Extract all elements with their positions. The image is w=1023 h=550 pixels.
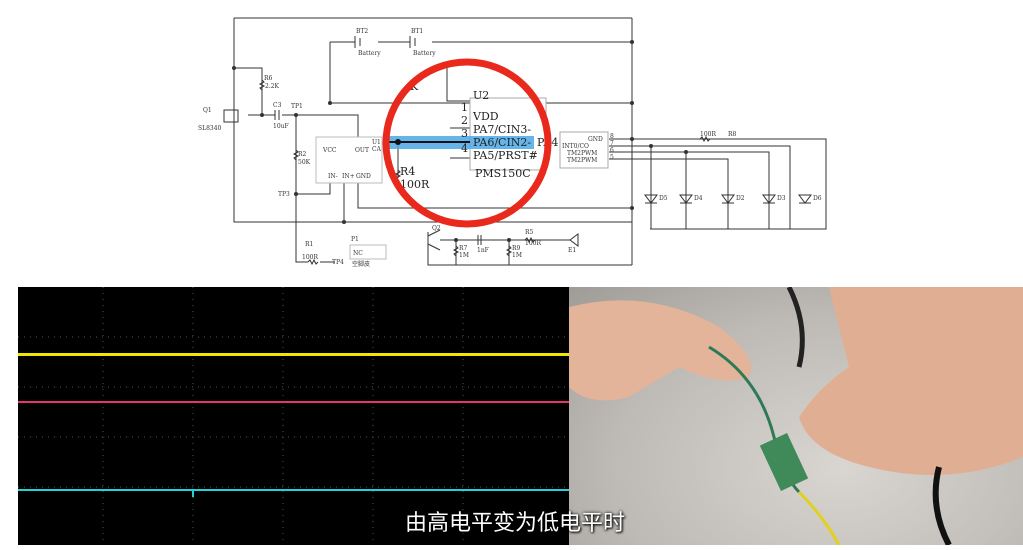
label-pin3: 3 [461, 127, 468, 140]
label-r7-value: 1M [459, 252, 469, 259]
label-tp4: TP4 [332, 259, 344, 266]
label-pin4: 4 [461, 142, 468, 155]
label-pin-pa6: PA6/CIN2- [473, 136, 531, 149]
label-pin-vdd: VDD [472, 110, 499, 123]
label-u1-gnd: GND [356, 173, 371, 180]
label-u1-out: OUT [355, 147, 369, 154]
label-pin-pa5: PA5/PRST# [473, 149, 538, 162]
label-bt2: BT2 [356, 28, 368, 35]
label-tp3: TP3 [278, 191, 290, 198]
label-r6: R6 [264, 75, 273, 82]
label-u2-tm2pwm-a: TM2PWM [567, 150, 597, 157]
label-r9-value: 1M [512, 252, 522, 259]
label-pin8: 8 [610, 133, 614, 140]
label-battery-2: Battery [358, 50, 381, 57]
label-pin5: 5 [610, 154, 614, 161]
scope-grid [18, 287, 569, 545]
label-p1: P1 [351, 236, 359, 243]
label-r5: R5 [525, 229, 534, 236]
label-u2-tm2pwm-b: TM2PWM [567, 157, 597, 164]
channel-1-trace [18, 353, 569, 356]
label-pin1: 1 [461, 101, 468, 114]
label-d3: D3 [777, 195, 786, 202]
label-r4: R4 [400, 165, 415, 178]
label-u2: U2 [473, 89, 489, 102]
label-d2: D2 [736, 195, 745, 202]
label-r2-value: 50K [298, 159, 311, 166]
label-q1: Q1 [203, 107, 212, 114]
label-r4-value: 100R [400, 178, 430, 191]
label-r6-value: 2.2K [265, 83, 280, 90]
label-u2-part: PMS150C [475, 167, 531, 180]
label-d5: D5 [659, 195, 668, 202]
label-r7: R7 [459, 245, 468, 252]
label-p1-nc: NC [353, 250, 363, 257]
channel-3-glitch [192, 489, 194, 497]
video-subtitle: 由高电平变为低电平时 [404, 511, 625, 536]
label-e1: E1 [568, 247, 576, 254]
label-r2: R2 [298, 151, 307, 158]
label-u1-suffix: CA [372, 146, 382, 153]
photo-illustration [569, 287, 1023, 545]
label-q1-part: SL8340 [198, 125, 222, 132]
label-k: K [410, 80, 419, 93]
label-bt1: BT1 [411, 28, 423, 35]
label-r1: R1 [305, 241, 313, 248]
label-r5-value: 100R [525, 240, 541, 247]
label-battery-1: Battery [413, 50, 436, 57]
hands-testing-board-photo [569, 287, 1023, 545]
label-d6: D6 [813, 195, 822, 202]
label-p1-text: 空脚皮 [352, 260, 370, 268]
label-u1-in-plus: IN+ [342, 173, 355, 180]
label-tp1: TP1 [291, 103, 303, 110]
label-pin-pa7: PA7/CIN3- [473, 123, 531, 136]
label-pin2: 2 [461, 114, 468, 127]
label-u1: U1 [372, 139, 381, 146]
label-r8-value: 100R [700, 131, 716, 138]
label-c3-value: 10uF [273, 123, 289, 130]
circuit-schematic: BT2 BT1 Battery Battery R6 2.2K Q1 SL834… [198, 17, 827, 268]
channel-3-trace [18, 489, 569, 491]
label-u1-in-minus: IN- [328, 173, 338, 180]
label-r1-value: 100R [302, 254, 318, 261]
channel-2-trace [18, 401, 569, 403]
oscilloscope-screen [18, 287, 569, 545]
label-d4: D4 [694, 195, 703, 202]
label-pin6: 6 [610, 147, 614, 154]
magnifier-circle [382, 58, 552, 228]
label-q2: Q2 [432, 225, 441, 232]
label-c-1nf: 1nF [477, 247, 489, 254]
label-u2-gnd: GND [588, 136, 603, 143]
label-c3: C3 [273, 102, 282, 109]
label-u1-vcc: VCC [322, 147, 337, 154]
label-pin7: 7 [610, 140, 614, 147]
label-r8: R8 [728, 131, 737, 138]
label-u2-int0: INT0/CO [562, 143, 589, 150]
label-r9: R9 [512, 245, 521, 252]
